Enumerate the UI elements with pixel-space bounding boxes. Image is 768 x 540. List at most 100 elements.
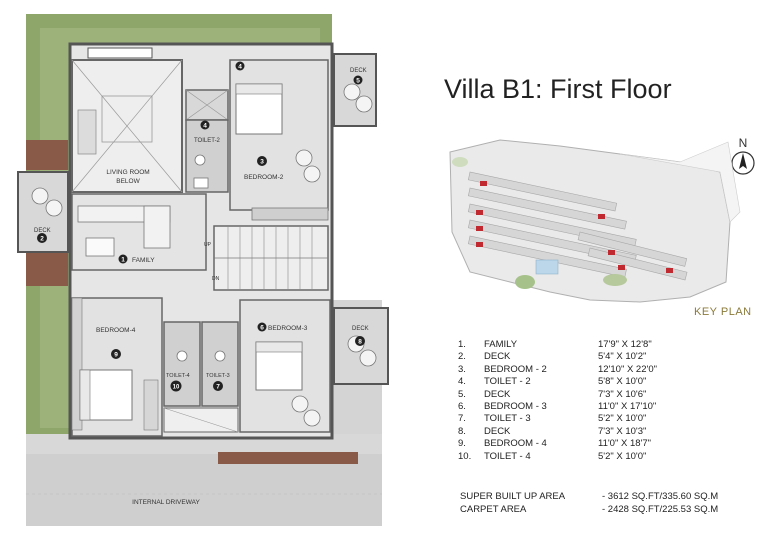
area-value: - 3612 SQ.FT/335.60 SQ.M [602,491,719,502]
brick-bottom [218,452,358,464]
room-number: 5. [458,388,466,400]
marker-7-text: 7 [216,384,220,391]
north-indicator: N [730,136,756,181]
room-dimension: 5'4" X 10'2" [598,351,647,363]
room-number: 10. [458,450,472,462]
label-deck-top: DECK [350,68,367,74]
label-bedroom-4: BEDROOM-4 [96,327,136,334]
room-name: FAMILY [484,339,518,350]
room-name: TOILET - 4 [484,450,531,462]
room-dimension: 7'3" X 10'3" [598,425,647,437]
label-toilet-2: TOILET-2 [194,138,221,144]
label-up: UP [204,242,212,248]
marker-6-text: 6 [260,325,264,332]
marker-8 [355,336,365,346]
driveway [26,454,382,526]
area-label: CARPET AREA [460,504,527,515]
room-name: BEDROOM - 3 [484,400,547,412]
room-name: BEDROOM - 2 [484,363,547,375]
room-dimension: 5'2" X 10'0" [598,413,647,425]
marker-4b [200,120,210,130]
label-bedroom-3: BEDROOM-3 [268,325,308,332]
room-row: 4. TOILET - 2 5'8" X 10'0" [458,376,708,388]
marker-9-text: 9 [114,352,118,359]
room-dimension: 17'9" X 12'8" [598,339,652,350]
room-row: 5. DECK 7'3" X 10'6" [458,389,708,401]
toilet-4 [163,321,201,407]
marker-1-text: 1 [121,257,125,264]
marker-4a-text: 4 [238,64,242,71]
room-number: 3. [458,363,466,375]
room-dimension: 11'0" X 18'7" [598,438,651,450]
marker-4b-text: 4 [203,123,207,130]
room-schedule: 1. FAMILY 17'9" X 12'8" 2. DECK 5'4" X 10'2"… [458,339,708,463]
room-row: 10. TOILET - 4 5'2" X 10'0" [458,451,708,463]
area-summary: SUPER BUILT UP AREA - 3612 SQ.FT/335.60 S… [460,490,768,516]
pool [535,259,559,275]
room-dimension: 5'8" X 10'0" [598,376,647,388]
marker-3 [257,156,267,166]
marker-6 [257,322,267,332]
label-toilet-3: TOILET-3 [206,373,230,379]
label-living-room: LIVING ROOM [106,169,149,176]
room-dimension: 12'10" X 22'0" [598,363,657,375]
marker-9 [111,349,121,359]
room-row: 1. FAMILY 17'9" X 12'8" [458,339,708,351]
marker-10 [170,380,182,392]
toilet-3 [201,321,239,407]
marker-4a [235,61,245,71]
room-name: BEDROOM - 4 [484,438,547,450]
room-number: 8. [458,425,466,437]
label-deck-left: DECK [34,228,51,234]
marker-1 [118,254,128,264]
key-plan-label: KEY PLAN [694,306,752,318]
area-value: - 2428 SQ.FT/225.53 SQ.M [602,504,719,515]
room-name: DECK [484,388,511,400]
room-name: TOILET - 3 [484,413,531,425]
label-deck-right: DECK [352,326,369,332]
room-row: 3. BEDROOM - 2 12'10" X 22'0" [458,364,708,376]
room-row: 6. BEDROOM - 3 11'0" X 17'10" [458,401,708,413]
label-family: FAMILY [132,257,155,264]
marker-2-text: 2 [40,236,44,243]
room-row: 8. DECK 7'3" X 10'3" [458,426,708,438]
marker-5 [353,75,363,85]
label-dn: DN [212,276,220,282]
compass-icon [731,151,755,175]
marker-7 [213,381,223,391]
bedroom-2 [229,59,329,211]
room-name: DECK [484,351,511,363]
room-row: 2. DECK 5'4" X 10'2" [458,351,708,363]
room-number: 6. [458,400,466,412]
marker-2 [37,233,47,243]
room-dimension: 5'2" X 10'0" [598,450,647,462]
key-plan-map [449,139,741,303]
marker-3-text: 3 [260,159,264,166]
room-number: 1. [458,339,466,350]
area-row: CARPET AREA - 2428 SQ.FT/225.53 SQ.M [460,503,768,516]
marker-5-text: 5 [356,78,360,85]
label-driveway: INTERNAL DRIVEWAY [132,499,200,506]
villa-rows [467,171,688,281]
highlighted-villas [476,181,673,273]
room-name: DECK [484,425,511,437]
brick-mid-left [26,250,68,286]
room-row: 9. BEDROOM - 4 11'0" X 18'7" [458,438,708,450]
label-toilet-4: TOILET-4 [166,373,190,379]
marker-8-text: 8 [358,339,362,346]
room-dimension: 11'0" X 17'10" [598,400,657,412]
page-title: Villa B1: First Floor [444,74,672,104]
room-name: TOILET - 2 [484,376,531,388]
brick-top-left [26,140,68,170]
room-number: 9. [458,438,466,450]
area-label: SUPER BUILT UP AREA [460,491,566,502]
room-dimension: 7'3" X 10'6" [598,388,647,400]
label-bedroom-2: BEDROOM-2 [244,174,284,181]
label-living-room-below: BELOW [116,178,140,185]
floor-plan: LIVING ROOM BELOW FAMILY BEDROOM-2 TOILE… [17,14,389,526]
area-row: SUPER BUILT UP AREA - 3612 SQ.FT/335.60 S… [460,490,768,503]
marker-10-text: 10 [173,385,180,391]
room-number: 2. [458,351,466,363]
room-number: 4. [458,376,466,388]
